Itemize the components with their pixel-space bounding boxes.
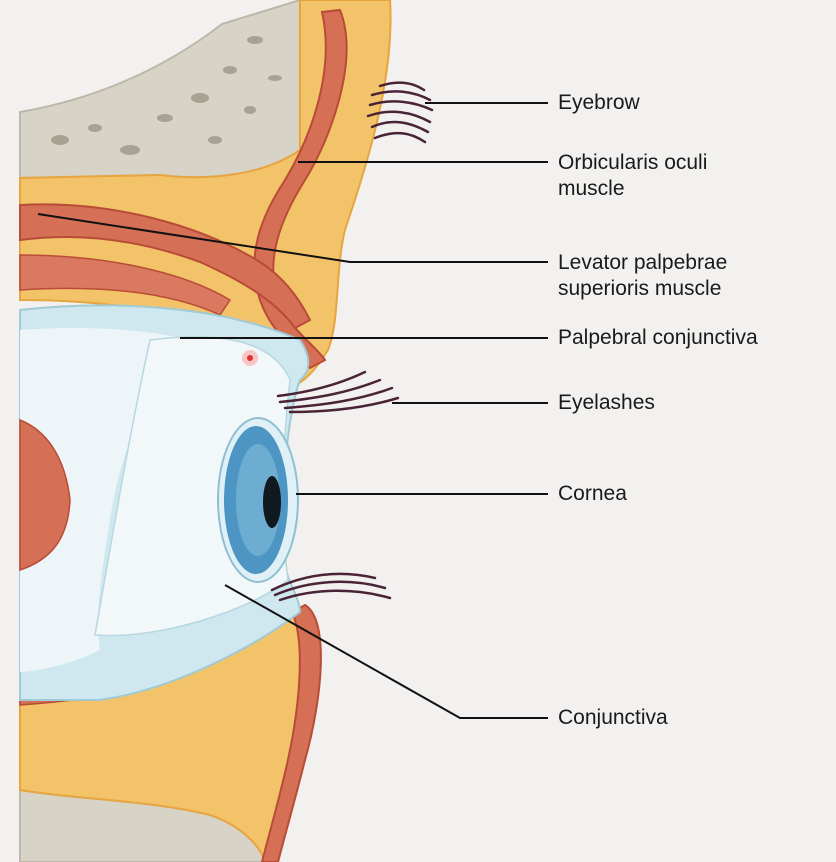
label-eyelashes: Eyelashes [558, 390, 655, 416]
label-levator-line2: superioris muscle [558, 276, 727, 302]
upper-bone [20, 0, 300, 178]
label-cornea: Cornea [558, 481, 627, 507]
pupil [263, 476, 281, 528]
label-levator-line1: Levator palpebrae [558, 250, 727, 276]
label-orbicularis-oculi: Orbicularis oculi muscle [558, 150, 707, 202]
label-orbicularis-line1: Orbicularis oculi [558, 150, 707, 176]
label-palpebral-conjunctiva: Palpebral conjunctiva [558, 325, 758, 351]
label-conjunctiva: Conjunctiva [558, 705, 668, 731]
label-eyebrow: Eyebrow [558, 90, 640, 116]
highlight-dot-center [247, 355, 253, 361]
label-levator-palpebrae: Levator palpebrae superioris muscle [558, 250, 727, 302]
label-orbicularis-line2: muscle [558, 176, 707, 202]
